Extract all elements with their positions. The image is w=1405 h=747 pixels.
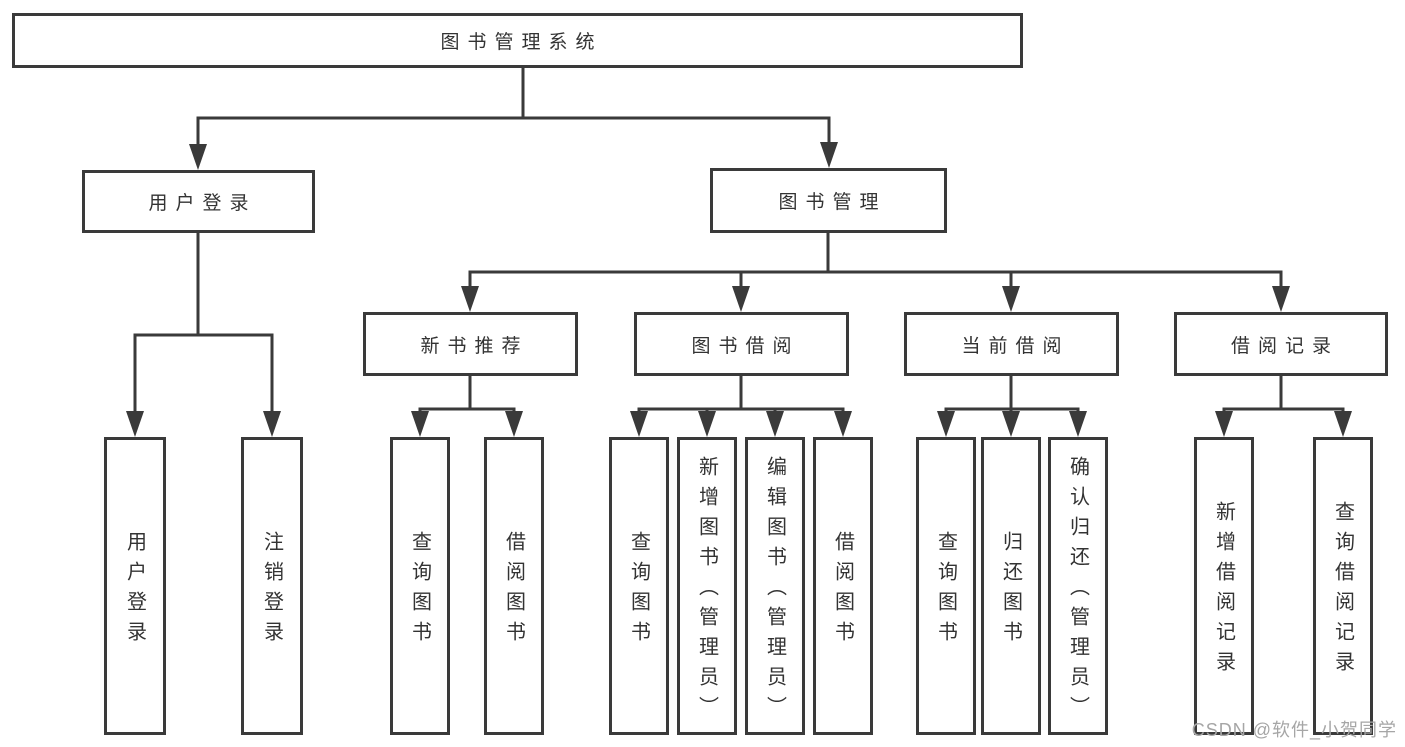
leaf-borrow-books-recommend: 借阅图书	[484, 437, 544, 735]
leaf-confirm-return-admin-label: 确认归还（管理员）	[1066, 456, 1089, 726]
node-library-management-system-label: 图书管理系统	[440, 32, 603, 53]
node-book-borrowing-label: 图书借阅	[691, 335, 800, 357]
node-library-management-system: 图书管理系统	[12, 13, 1023, 68]
leaf-query-borrow-record: 查询借阅记录	[1313, 437, 1373, 735]
leaf-query-books-borrow: 查询图书	[609, 437, 669, 735]
node-book-borrowing: 图书借阅	[634, 312, 849, 376]
watermark: CSDN @软件_小贺同学	[1191, 720, 1397, 740]
leaf-return-books-label: 归还图书	[999, 531, 1022, 651]
node-current-borrowing-label: 当前借阅	[961, 335, 1070, 357]
leaf-confirm-return-admin: 确认归还（管理员）	[1048, 437, 1108, 735]
leaf-edit-books-admin: 编辑图书（管理员）	[745, 437, 805, 735]
leaf-add-books-admin-label: 新增图书（管理员）	[695, 456, 718, 726]
node-user-login-label: 用户登录	[148, 193, 257, 214]
node-borrowing-records: 借阅记录	[1174, 312, 1388, 376]
leaf-borrow-books-borrow-label: 借阅图书	[831, 531, 854, 651]
leaf-query-books-current-label: 查询图书	[934, 531, 957, 651]
leaf-add-books-admin: 新增图书（管理员）	[677, 437, 737, 735]
leaf-user-login: 用户登录	[104, 437, 166, 735]
leaf-query-books-recommend: 查询图书	[390, 437, 450, 735]
node-book-management: 图书管理	[710, 168, 947, 233]
leaf-return-books: 归还图书	[981, 437, 1041, 735]
leaf-user-login-label: 用户登录	[123, 531, 146, 651]
leaf-edit-books-admin-label: 编辑图书（管理员）	[763, 456, 786, 726]
node-new-book-recommendation-label: 新书推荐	[420, 335, 529, 357]
leaf-add-borrow-record: 新增借阅记录	[1194, 437, 1254, 735]
node-user-login: 用户登录	[82, 170, 315, 233]
node-current-borrowing: 当前借阅	[904, 312, 1119, 376]
leaf-query-borrow-record-label: 查询借阅记录	[1331, 501, 1354, 681]
leaf-borrow-books-borrow: 借阅图书	[813, 437, 873, 735]
node-book-management-label: 图书管理	[778, 192, 887, 213]
node-borrowing-records-label: 借阅记录	[1230, 335, 1339, 357]
leaf-logout-login: 注销登录	[241, 437, 303, 735]
leaf-borrow-books-recommend-label: 借阅图书	[502, 531, 525, 651]
leaf-query-books-recommend-label: 查询图书	[408, 531, 431, 651]
node-new-book-recommendation: 新书推荐	[363, 312, 578, 376]
leaf-logout-login-label: 注销登录	[260, 531, 283, 651]
leaf-query-books-current: 查询图书	[916, 437, 976, 735]
leaf-add-borrow-record-label: 新增借阅记录	[1212, 501, 1235, 681]
leaf-query-books-borrow-label: 查询图书	[627, 531, 650, 651]
